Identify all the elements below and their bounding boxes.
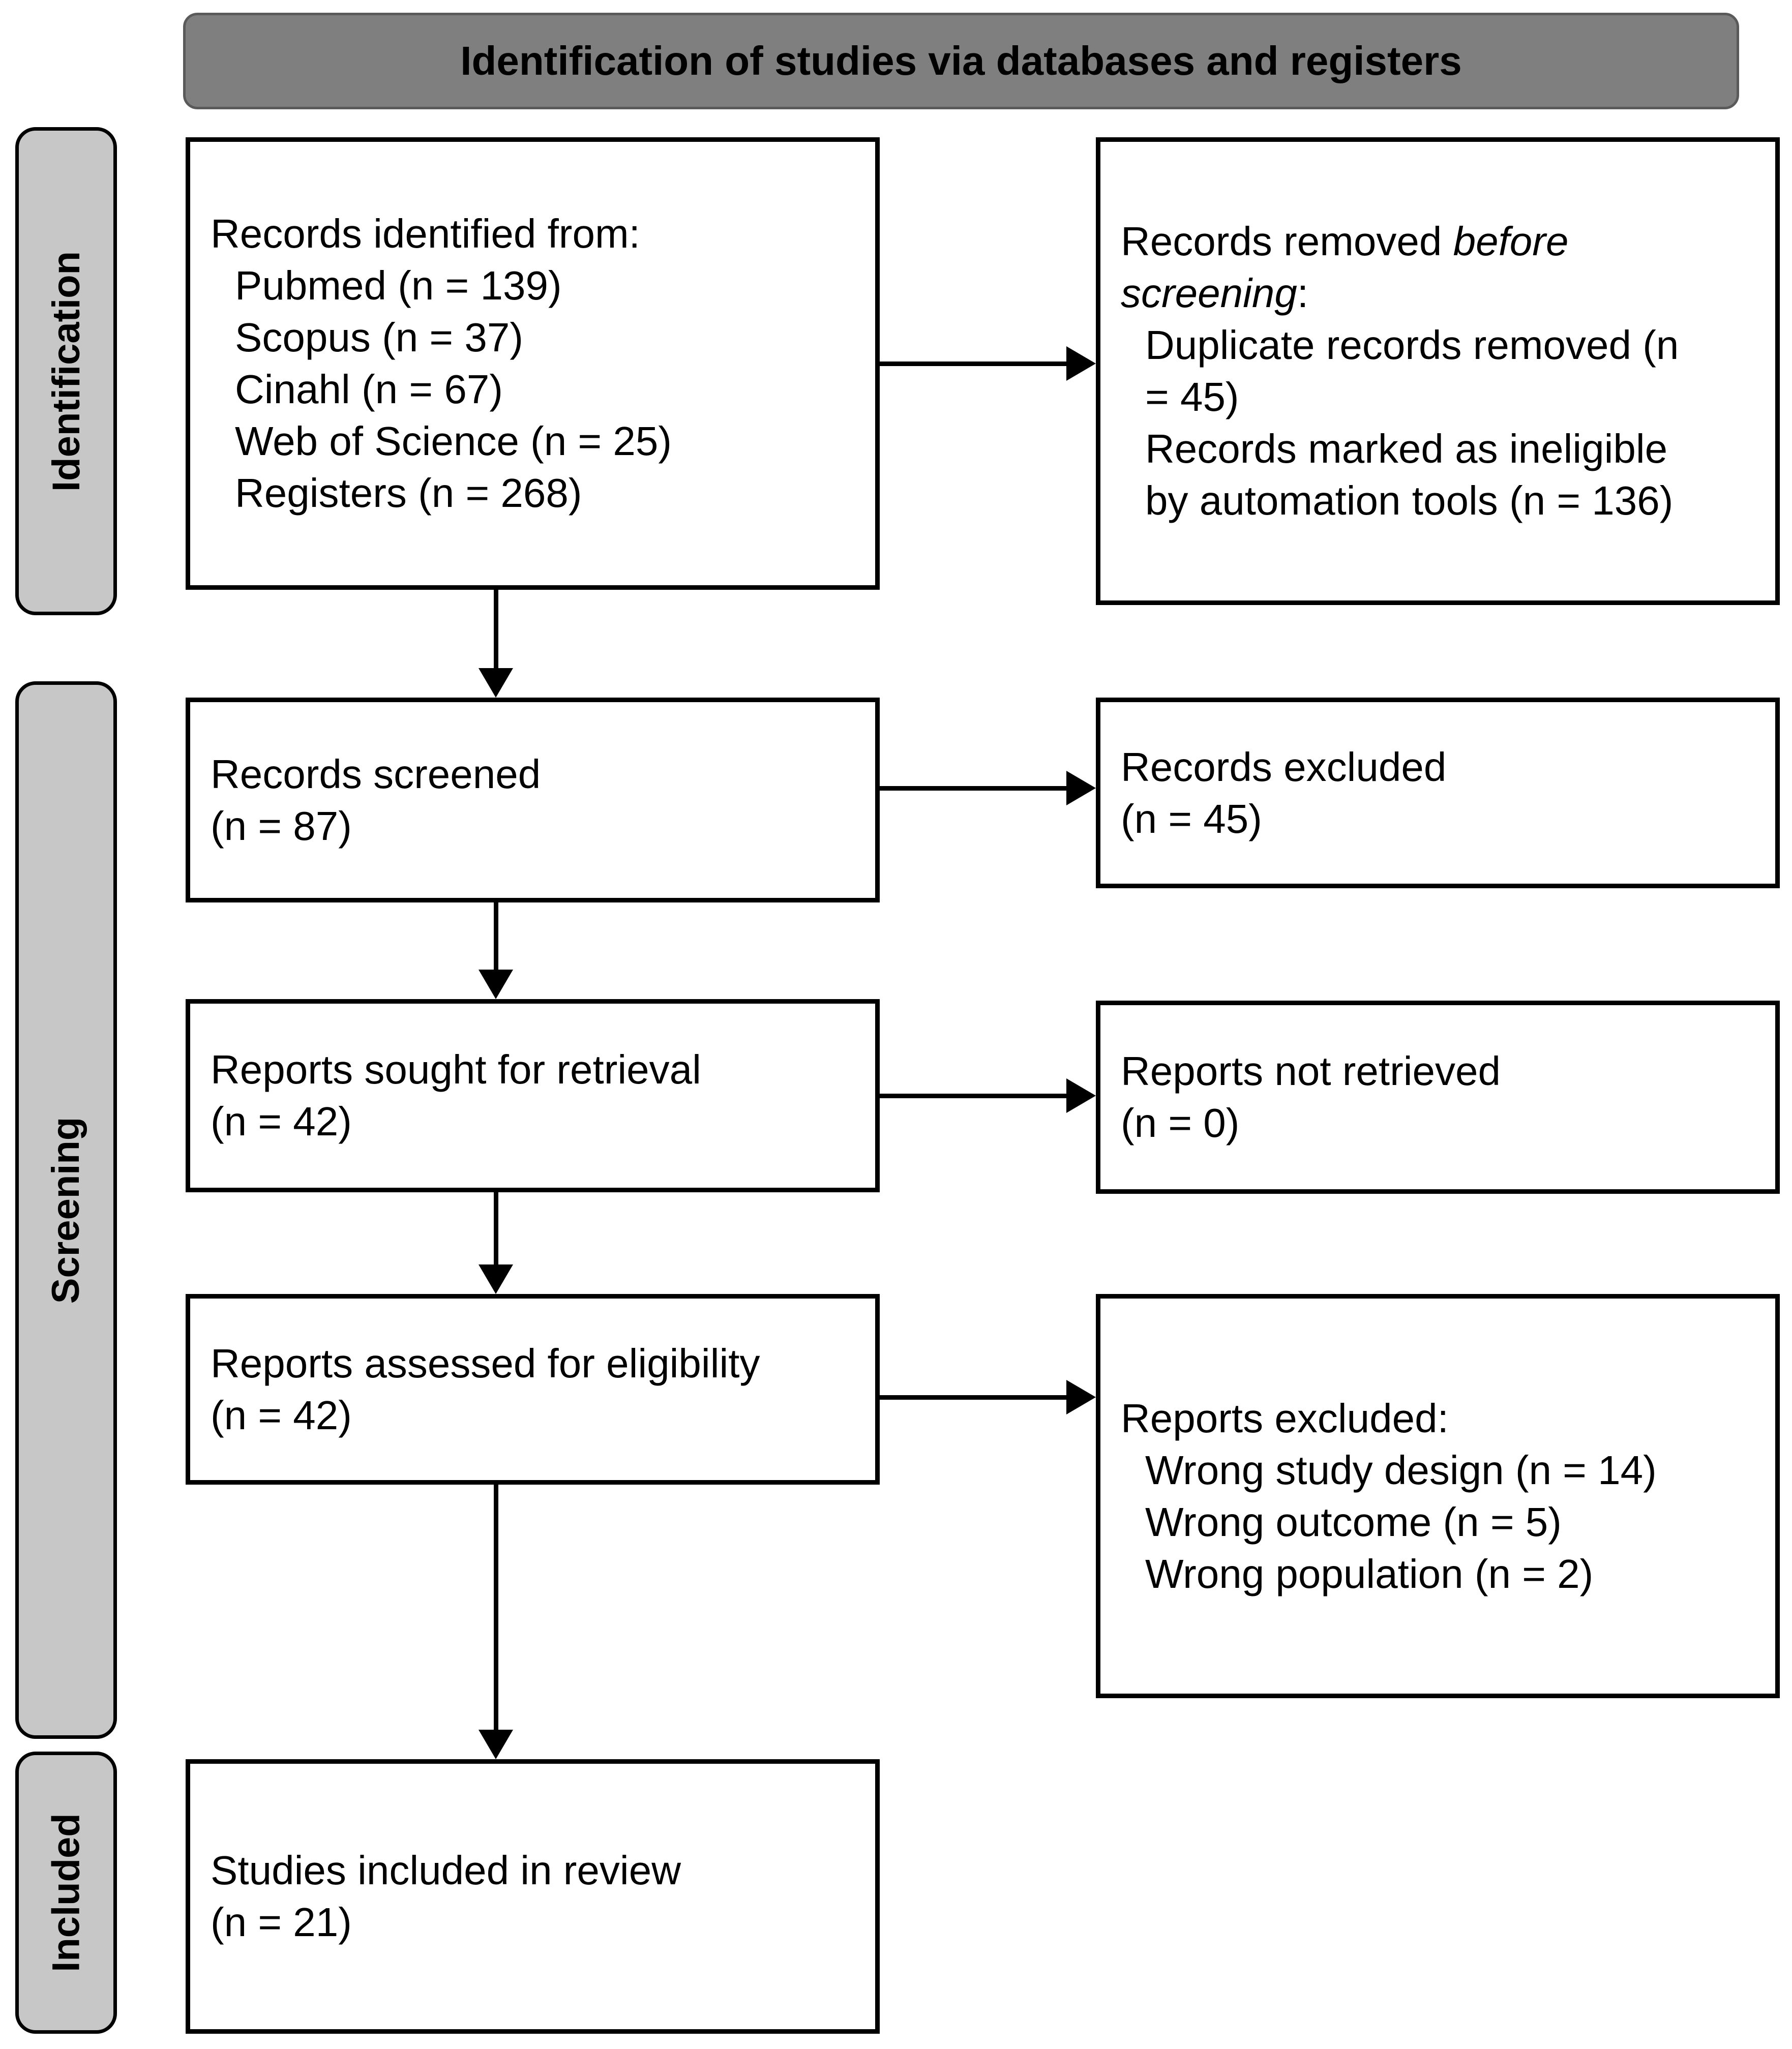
arrow-sought-to-assessed-line	[494, 1192, 498, 1264]
phase-screening-label: Screening	[44, 1117, 88, 1304]
reports-sought-label: Reports sought for retrieval	[211, 1047, 701, 1092]
studies-included-count: (n = 21)	[211, 1900, 352, 1945]
reports-not-retrieved-count: (n = 0)	[1121, 1100, 1240, 1146]
arrow-identified-to-removed-head-icon	[1066, 346, 1096, 381]
box-records-removed: Records removed before screening: Duplic…	[1096, 137, 1780, 605]
records-removed-item: = 45)	[1145, 374, 1239, 419]
arrow-screened-to-excluded-line	[880, 786, 1066, 791]
phase-identification-label: Identification	[44, 251, 88, 492]
phase-included: Included	[15, 1752, 117, 2034]
arrow-identified-to-screened-line	[494, 590, 498, 668]
arrow-screened-to-sought-head-icon	[479, 970, 513, 999]
records-screened-count: (n = 87)	[211, 803, 352, 849]
records-removed-pre: Records removed	[1121, 219, 1453, 264]
records-identified-title: Records identified from:	[211, 211, 640, 256]
records-identified-item: Registers (n = 268)	[235, 470, 582, 516]
arrow-sought-to-notretrieved-head-icon	[1066, 1078, 1096, 1113]
records-removed-title-line2: screening:	[1121, 267, 1757, 319]
arrow-identified-to-removed-line	[880, 361, 1066, 366]
reports-assessed-label: Reports assessed for eligibility	[211, 1340, 760, 1386]
box-records-excluded: Records excluded (n = 45)	[1096, 698, 1780, 888]
reports-assessed-count: (n = 42)	[211, 1392, 352, 1438]
reports-excluded-item: Wrong study design (n = 14)	[1145, 1447, 1657, 1493]
box-reports-assessed: Reports assessed for eligibility (n = 42…	[186, 1294, 880, 1485]
reports-sought-count: (n = 42)	[211, 1099, 352, 1144]
reports-not-retrieved-label: Reports not retrieved	[1121, 1048, 1501, 1094]
box-records-screened: Records screened (n = 87)	[186, 698, 880, 902]
box-reports-excluded: Reports excluded: Wrong study design (n …	[1096, 1294, 1780, 1698]
arrow-assessed-to-reportsexcluded-head-icon	[1066, 1380, 1096, 1414]
records-identified-item: Cinahl (n = 67)	[235, 367, 503, 412]
phase-screening: Screening	[15, 681, 117, 1739]
records-removed-title-line1: Records removed before	[1121, 216, 1757, 267]
records-screened-label: Records screened	[211, 751, 541, 797]
arrow-screened-to-sought-line	[494, 902, 498, 970]
records-removed-item: Duplicate records removed (n	[1145, 322, 1679, 368]
reports-excluded-title: Reports excluded:	[1121, 1395, 1449, 1441]
box-studies-included: Studies included in review (n = 21)	[186, 1759, 880, 2034]
phase-included-label: Included	[44, 1813, 88, 1972]
arrow-assessed-to-included-line	[494, 1485, 498, 1730]
studies-included-label: Studies included in review	[211, 1848, 681, 1893]
arrow-assessed-to-reportsexcluded-line	[880, 1395, 1066, 1400]
arrow-sought-to-notretrieved-line	[880, 1094, 1066, 1098]
records-excluded-label: Records excluded	[1121, 744, 1447, 790]
box-reports-sought: Reports sought for retrieval (n = 42)	[186, 999, 880, 1192]
records-identified-item: Pubmed (n = 139)	[235, 263, 562, 308]
records-removed-item: Records marked as ineligible	[1145, 426, 1668, 471]
records-removed-colon: :	[1297, 270, 1309, 316]
arrow-screened-to-excluded-head-icon	[1066, 771, 1096, 805]
records-removed-italic-before: before	[1453, 219, 1569, 264]
records-identified-item: Web of Science (n = 25)	[235, 418, 672, 464]
phase-identification: Identification	[15, 127, 117, 615]
arrow-identified-to-screened-head-icon	[479, 668, 513, 698]
reports-excluded-item: Wrong outcome (n = 5)	[1145, 1499, 1562, 1545]
box-records-identified: Records identified from: Pubmed (n = 139…	[186, 137, 880, 590]
reports-excluded-item: Wrong population (n = 2)	[1145, 1551, 1594, 1596]
arrow-sought-to-assessed-head-icon	[479, 1264, 513, 1294]
records-removed-italic-screening: screening	[1121, 270, 1297, 316]
header-banner: Identification of studies via databases …	[183, 13, 1739, 109]
records-identified-item: Scopus (n = 37)	[235, 315, 523, 360]
records-excluded-count: (n = 45)	[1121, 796, 1262, 841]
records-removed-item: by automation tools (n = 136)	[1145, 478, 1674, 523]
arrow-assessed-to-included-head-icon	[479, 1730, 513, 1759]
header-title: Identification of studies via databases …	[460, 38, 1462, 83]
box-reports-not-retrieved: Reports not retrieved (n = 0)	[1096, 1001, 1780, 1194]
